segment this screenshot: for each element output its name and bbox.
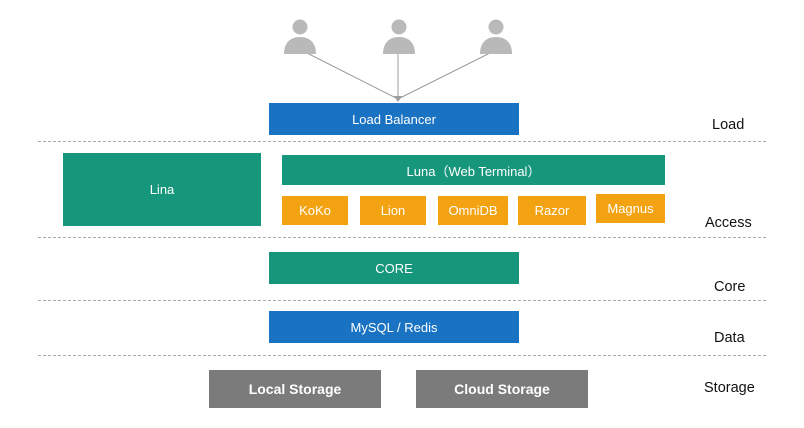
layer-divider-load <box>38 141 766 142</box>
layer-divider-data <box>38 355 766 356</box>
local-storage-box: Local Storage <box>209 370 381 408</box>
layer-label-access: Access <box>705 215 752 231</box>
razor-box: Razor <box>518 196 586 225</box>
mysql-redis-box: MySQL / Redis <box>269 311 519 343</box>
layer-label-load: Load <box>712 117 745 133</box>
user-icon <box>480 19 512 54</box>
layer-label-core: Core <box>714 279 746 295</box>
core-box: CORE <box>269 252 519 284</box>
layer-divider-access <box>38 237 766 238</box>
lion-box: Lion <box>360 196 426 225</box>
luna-box: Luna（Web Terminal） <box>282 155 665 185</box>
cloud-storage-box: Cloud Storage <box>416 370 588 408</box>
magnus-box: Magnus <box>596 194 665 223</box>
koko-box: KoKo <box>282 196 348 225</box>
user-icon <box>383 19 415 54</box>
layer-divider-core <box>38 300 766 301</box>
layer-label-data: Data <box>714 330 745 346</box>
load-balancer-box: Load Balancer <box>269 103 519 135</box>
layer-label-storage: Storage <box>704 380 755 396</box>
omnidb-box: OmniDB <box>438 196 508 225</box>
lina-box: Lina <box>63 153 261 226</box>
user-icon <box>284 19 316 54</box>
